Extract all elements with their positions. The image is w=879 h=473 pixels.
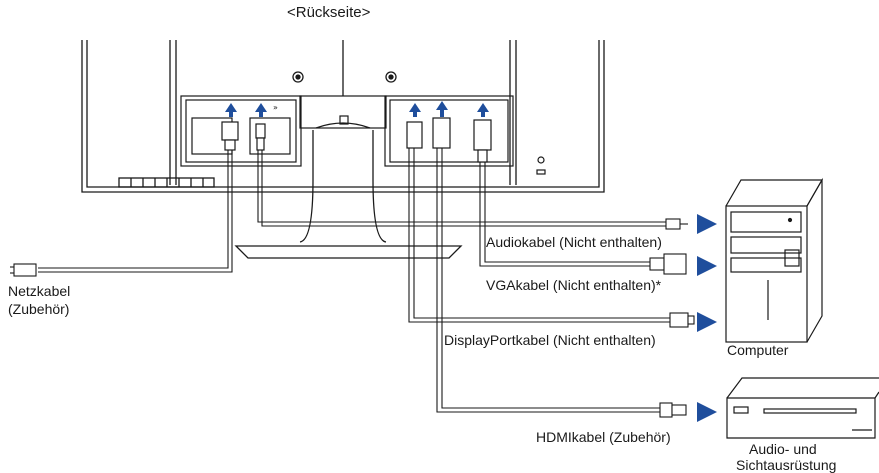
hdmi-cable-label: HDMIkabel (Zubehör): [536, 429, 671, 445]
port-arrows: [225, 101, 489, 117]
monitor-stand: [234, 122, 463, 259]
av-equipment-label: Audio- und: [749, 441, 817, 457]
audio-cable-label: Audiokabel (Nicht enthalten): [486, 234, 662, 250]
vga-cable-label: VGAkabel (Nicht enthalten)*: [486, 277, 662, 293]
cable-end-plugs: [10, 218, 695, 418]
vent-slots: [118, 177, 215, 188]
svg-text:»: »: [273, 103, 278, 112]
power-cable-label: Netzkabel: [8, 283, 71, 299]
computer-tower-icon: [725, 177, 824, 343]
power-cable-label-note: (Zubehör): [8, 301, 70, 317]
av-equipment-icon: [726, 377, 879, 439]
cable-plugs: [221, 117, 492, 163]
computer-label: Computer: [727, 342, 789, 358]
diagram-title: <Rückseite>: [287, 4, 371, 21]
monitor-rear: [81, 40, 605, 193]
signal-arrows: [697, 214, 717, 422]
av-equipment-label-line2: Sichtausrüstung: [736, 457, 837, 473]
cables: [38, 148, 670, 413]
connector-panel: [180, 95, 546, 175]
displayport-cable-label: DisplayPortkabel (Nicht enthalten): [444, 332, 656, 348]
